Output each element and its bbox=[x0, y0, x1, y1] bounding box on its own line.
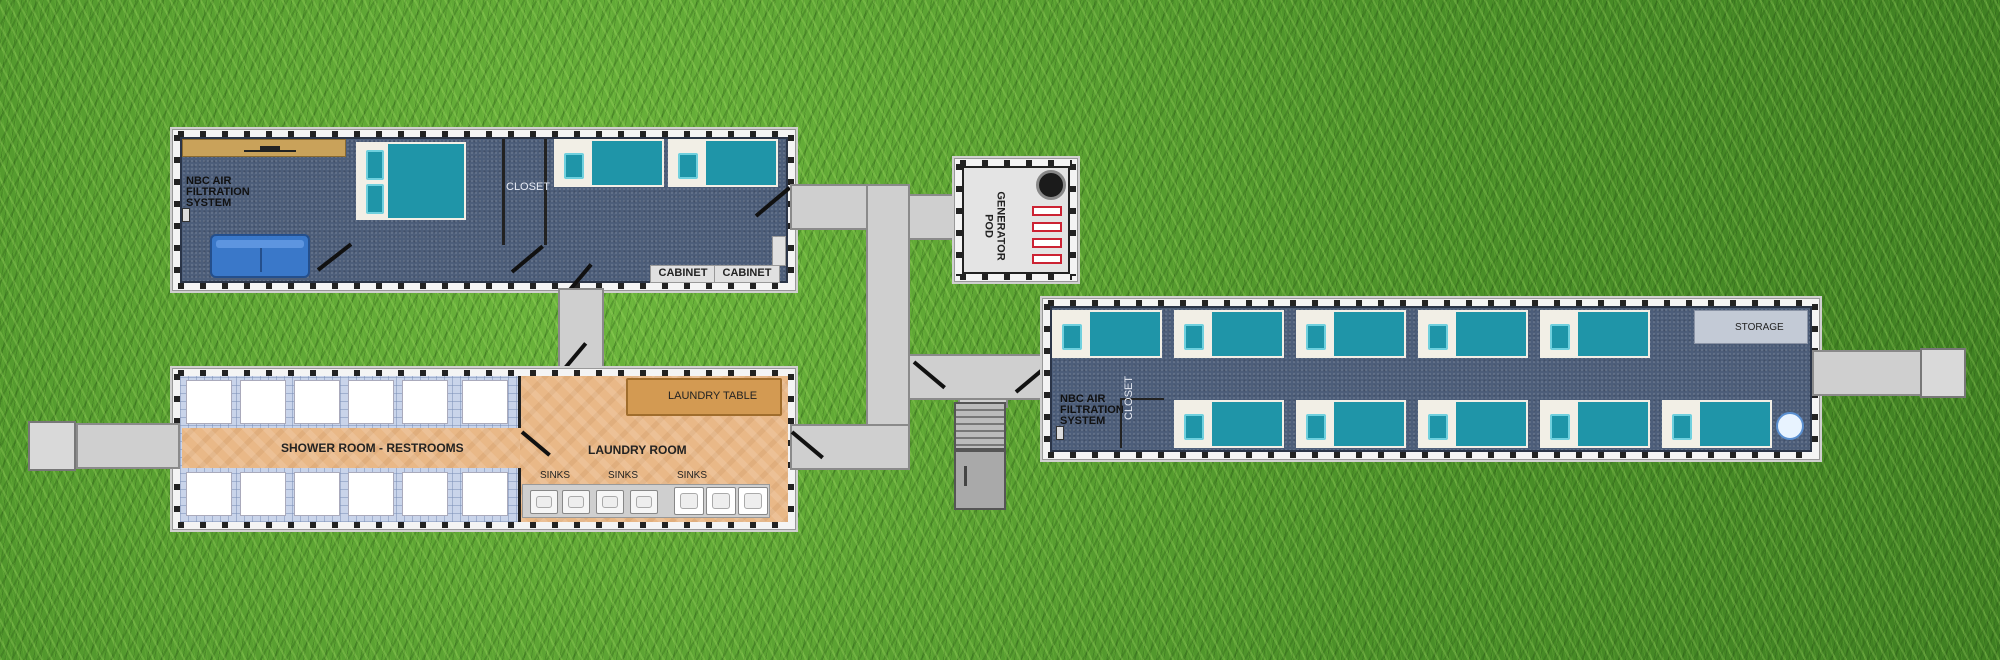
sink-icon bbox=[630, 490, 658, 514]
shower-icon bbox=[186, 472, 232, 516]
closet-label-2: CLOSET bbox=[1123, 375, 1135, 420]
double-bed-icon bbox=[356, 142, 466, 220]
entry-hatch-left bbox=[28, 421, 76, 471]
shower-icon bbox=[402, 472, 448, 516]
entry-tunnel-left bbox=[76, 423, 180, 469]
tv-stand-icon bbox=[244, 150, 296, 152]
bunk-bed-icon bbox=[1296, 400, 1406, 448]
shower-corridor-floor bbox=[182, 428, 520, 468]
bunk-bed-icon bbox=[1540, 310, 1650, 358]
sofa-icon bbox=[210, 234, 310, 278]
exit-door-icon bbox=[954, 450, 1006, 510]
partition-wall bbox=[518, 376, 521, 428]
shower-icon bbox=[294, 472, 340, 516]
air-filter-unit-icon bbox=[182, 208, 190, 222]
bunk-bed-icon bbox=[1296, 310, 1406, 358]
laundry-table-label: LAUNDRY TABLE bbox=[668, 390, 758, 402]
cabinet-2: CABINET bbox=[714, 265, 780, 283]
toilet-icon bbox=[240, 472, 286, 516]
sink-icon bbox=[530, 490, 558, 514]
shower-icon bbox=[186, 380, 232, 424]
sink-icon bbox=[596, 490, 624, 514]
bunk-bed-icon bbox=[1418, 400, 1528, 448]
single-bed-icon bbox=[554, 139, 664, 187]
partition-wall bbox=[518, 468, 521, 522]
toilet-icon bbox=[462, 380, 508, 424]
dryer-icon bbox=[738, 487, 768, 515]
generator-fan-icon bbox=[1036, 170, 1066, 200]
air-filter-unit-icon bbox=[1056, 426, 1064, 440]
toilet-icon bbox=[240, 380, 286, 424]
storage-label: STORAGE bbox=[1735, 322, 1784, 333]
bunk-bed-icon bbox=[1540, 400, 1650, 448]
sinks-label-2: SINKS bbox=[608, 470, 639, 481]
battery-icon bbox=[1032, 222, 1062, 232]
toilet-icon bbox=[462, 472, 508, 516]
entry-tunnel-right bbox=[1812, 350, 1922, 396]
bunk-bed-icon bbox=[1174, 400, 1284, 448]
nbc-air-filtration-label-2: NBC AIR FILTRATION SYSTEM bbox=[1060, 393, 1124, 427]
toilet-icon bbox=[348, 380, 394, 424]
sink-icon bbox=[562, 490, 590, 514]
washer-icon bbox=[706, 487, 736, 515]
bunk-bed-icon bbox=[1418, 310, 1528, 358]
closet-outline bbox=[1120, 398, 1164, 448]
battery-icon bbox=[1032, 238, 1062, 248]
bunk-bed-icon bbox=[1052, 310, 1162, 358]
shower-icon bbox=[402, 380, 448, 424]
shower-room-label: SHOWER ROOM - RESTROOMS bbox=[281, 441, 464, 455]
main-corridor-vertical bbox=[866, 184, 910, 470]
water-heater-icon bbox=[1776, 412, 1804, 440]
cabinet-1: CABINET bbox=[650, 265, 716, 283]
washer-icon bbox=[674, 487, 704, 515]
generator-link-corridor bbox=[908, 194, 958, 240]
laundry-table bbox=[626, 378, 782, 416]
toilet-icon bbox=[348, 472, 394, 516]
closet-wall bbox=[502, 139, 505, 245]
stairs-icon bbox=[954, 402, 1006, 450]
storage-box bbox=[1694, 310, 1808, 344]
laundry-room-label: LAUNDRY ROOM bbox=[588, 443, 687, 457]
side-cabinet bbox=[772, 236, 786, 266]
shower-icon bbox=[294, 380, 340, 424]
bunk-bed-icon bbox=[1662, 400, 1772, 448]
single-bed-icon bbox=[668, 139, 778, 187]
battery-icon bbox=[1032, 254, 1062, 264]
sinks-label-1: SINKS bbox=[540, 470, 571, 481]
closet-wall bbox=[544, 139, 547, 245]
nbc-air-filtration-label-1: NBC AIR FILTRATION SYSTEM bbox=[186, 175, 250, 209]
battery-icon bbox=[1032, 206, 1062, 216]
generator-pod-label: GENERATOR POD bbox=[982, 191, 1007, 261]
closet-label-1: CLOSET bbox=[506, 181, 551, 193]
sinks-label-3: SINKS bbox=[677, 470, 708, 481]
tv-icon bbox=[260, 146, 280, 152]
bunk-bed-icon bbox=[1174, 310, 1284, 358]
entry-hatch-right bbox=[1920, 348, 1966, 398]
